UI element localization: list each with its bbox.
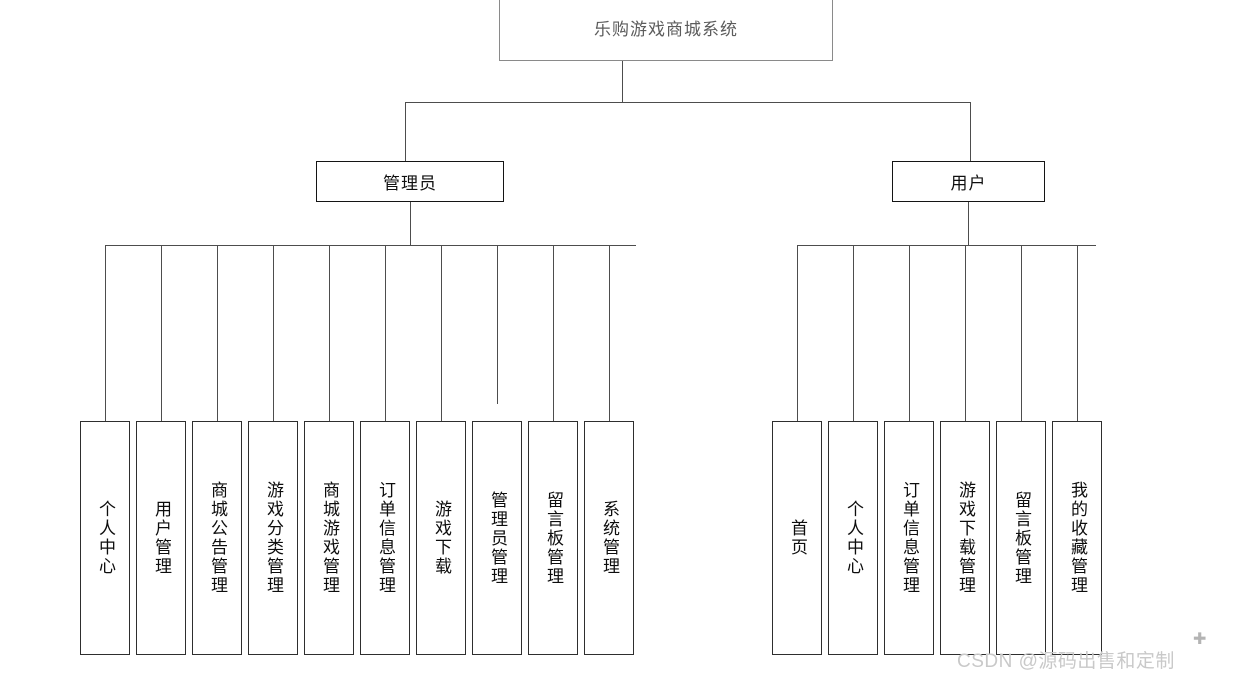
admin-leaf-5-label: 订单信息管理: [376, 481, 396, 595]
user-leaf-1[interactable]: 个人中心: [828, 421, 878, 655]
connector-admin-fanout-bar: [105, 245, 636, 246]
admin-leaf-9-label: 系统管理: [600, 500, 620, 576]
user-drop-4: [1021, 245, 1022, 421]
connector-root-trunk: [622, 61, 623, 103]
user-drop-0: [797, 245, 798, 421]
admin-drop-2: [217, 245, 218, 421]
admin-leaf-7-label: 管理员管理: [488, 490, 508, 586]
user-leaf-4[interactable]: 留言板管理: [996, 421, 1046, 655]
connector-user-fanout-bar: [797, 245, 1096, 246]
admin-drop-4: [329, 245, 330, 421]
user-leaf-1-label: 个人中心: [844, 500, 864, 576]
admin-drop-6: [441, 245, 442, 421]
user-drop-1: [853, 245, 854, 421]
branch-node-user[interactable]: 用户: [892, 161, 1045, 202]
cursor-artifact: ✚: [1193, 631, 1207, 648]
user-drop-2: [909, 245, 910, 421]
admin-leaf-8[interactable]: 留言板管理: [528, 421, 578, 655]
root-node-label: 乐购游戏商城系统: [594, 20, 738, 39]
admin-leaf-3-label: 游戏分类管理: [264, 481, 284, 595]
admin-leaf-8-label: 留言板管理: [544, 490, 564, 586]
admin-leaf-2[interactable]: 商城公告管理: [192, 421, 242, 655]
admin-leaf-7[interactable]: 管理员管理: [472, 421, 522, 655]
admin-leaf-5[interactable]: 订单信息管理: [360, 421, 410, 655]
admin-drop-8: [553, 245, 554, 421]
admin-drop-3: [273, 245, 274, 421]
user-leaf-4-label: 留言板管理: [1012, 490, 1032, 586]
user-drop-5: [1077, 245, 1078, 421]
user-leaf-0[interactable]: 首页: [772, 421, 822, 655]
admin-leaf-0[interactable]: 个人中心: [80, 421, 130, 655]
branch-node-user-label: 用户: [950, 174, 987, 193]
admin-drop-0: [105, 245, 106, 421]
user-leaf-0-label: 首页: [788, 519, 808, 557]
branch-node-admin-label: 管理员: [383, 174, 437, 193]
connector-level2-bar: [405, 102, 971, 103]
user-leaf-2[interactable]: 订单信息管理: [884, 421, 934, 655]
admin-leaf-1[interactable]: 用户管理: [136, 421, 186, 655]
user-leaf-3-label: 游戏下载管理: [956, 481, 976, 595]
admin-drop-7: [497, 245, 498, 404]
connector-to-user: [970, 102, 971, 162]
user-leaf-2-label: 订单信息管理: [900, 481, 920, 595]
user-leaf-5[interactable]: 我的收藏管理: [1052, 421, 1102, 655]
admin-leaf-6-label: 游戏下载: [432, 500, 452, 576]
admin-leaf-4[interactable]: 商城游戏管理: [304, 421, 354, 655]
root-node-system[interactable]: 乐购游戏商城系统: [499, 0, 833, 61]
admin-leaf-1-label: 用户管理: [152, 500, 172, 576]
admin-leaf-2-label: 商城公告管理: [208, 481, 228, 595]
admin-leaf-0-label: 个人中心: [96, 500, 116, 576]
connector-admin-stem: [410, 202, 411, 246]
admin-leaf-6[interactable]: 游戏下载: [416, 421, 466, 655]
admin-drop-1: [161, 245, 162, 421]
admin-drop-9: [609, 245, 610, 421]
connector-user-stem: [968, 202, 969, 246]
admin-leaf-4-label: 商城游戏管理: [320, 481, 340, 595]
admin-leaf-9[interactable]: 系统管理: [584, 421, 634, 655]
admin-leaf-3[interactable]: 游戏分类管理: [248, 421, 298, 655]
user-drop-3: [965, 245, 966, 421]
admin-drop-5: [385, 245, 386, 421]
connector-to-admin: [405, 102, 406, 162]
user-leaf-3[interactable]: 游戏下载管理: [940, 421, 990, 655]
branch-node-admin[interactable]: 管理员: [316, 161, 504, 202]
user-leaf-5-label: 我的收藏管理: [1068, 481, 1088, 595]
